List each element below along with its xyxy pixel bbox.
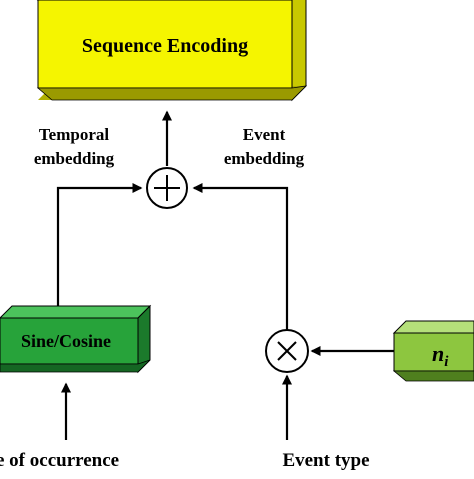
sine-cosine-box: Sine/Cosine <box>0 304 152 374</box>
temporal-embedding-label-line2: embedding <box>34 149 115 168</box>
temporal-embedding-label-line1: Temporal <box>39 125 109 144</box>
event-embedding-label-line1: Event <box>243 125 286 144</box>
temporal-embedding-path <box>56 183 143 318</box>
add-operator <box>146 167 188 209</box>
n-i-label: ni <box>432 341 449 370</box>
event-embedding-path <box>192 183 289 330</box>
sequence-encoding-face <box>37 0 293 89</box>
n-i-box: ni <box>392 320 474 382</box>
sine-cosine-label: Sine/Cosine <box>21 331 111 351</box>
sequence-encoding-box: Sequence Encoding <box>36 0 308 102</box>
event-type-label: Event type <box>282 450 369 471</box>
sine-cosine-face <box>0 317 139 365</box>
multiply-operator <box>265 329 309 373</box>
event-embedding-label-line2: embedding <box>224 149 305 168</box>
time-of-occurrence-label: e of occurrence <box>0 450 119 471</box>
sequence-encoding-label: Sequence Encoding <box>82 35 248 57</box>
